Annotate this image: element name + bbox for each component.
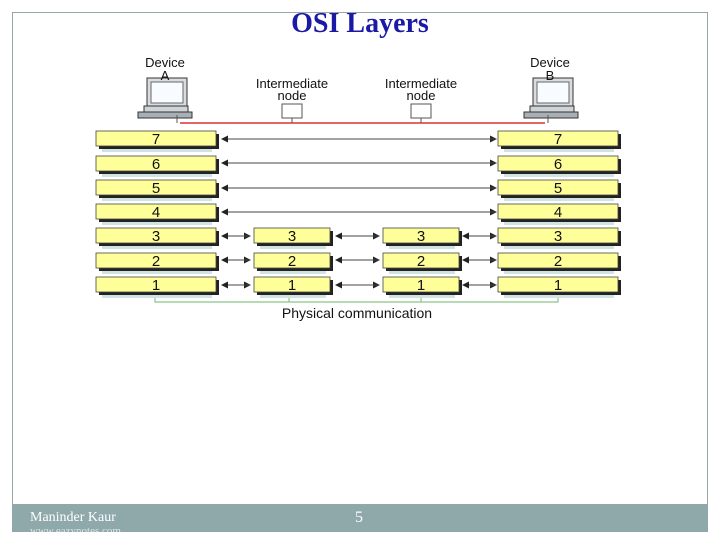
device-a-layer-4: 4	[95, 203, 219, 225]
intermediate-node-1-layer-2: 2	[253, 252, 333, 274]
intermediate-node-2-layer-1: 1	[382, 276, 462, 298]
device-b-layer-3-label: 3	[554, 228, 562, 245]
device-b-label-line-1: Device	[530, 55, 570, 70]
intermediate-node-1-layer-1: 1	[253, 276, 333, 298]
device-b-label-line-2: B	[546, 68, 555, 83]
intermediate-node-2-label-line-1: Intermediate	[385, 76, 457, 91]
device-b-layer-3: 3	[497, 227, 621, 249]
device-a-layer-1-label: 1	[152, 277, 160, 294]
device-b-layer-5: 5	[497, 179, 621, 201]
intermediate-node-1-box	[281, 103, 303, 119]
physical-communication-label: Physical communication	[282, 305, 432, 321]
device-a-layer-5-label: 5	[152, 180, 160, 197]
device-a-layer-3: 3	[95, 227, 219, 249]
device-b-layer-6-label: 6	[554, 156, 562, 173]
device-b-layer-4: 4	[497, 203, 621, 225]
intermediate-node-1-label-line-1: Intermediate	[256, 76, 328, 91]
intermediate-node-1-label-line-2: node	[278, 88, 307, 103]
device-b-layer-7-label: 7	[554, 131, 562, 148]
intermediate-node-2-layer-1-label: 1	[417, 277, 425, 294]
intermediate-node-2-layer-2: 2	[382, 252, 462, 274]
intermediate-node-1-layer-3-label: 3	[288, 228, 296, 245]
device-b-layer-1-label: 1	[554, 277, 562, 294]
footer-url: www.eazynotes.com	[30, 525, 121, 532]
device-a-layer-2-label: 2	[152, 253, 160, 270]
footer-author: Maninder Kaur	[30, 510, 116, 525]
intermediate-node-2-layer-3: 3	[382, 227, 462, 249]
intermediate-node-2-layer-2-label: 2	[417, 253, 425, 270]
device-b-layer-2: 2	[497, 252, 621, 274]
device-b-layer-7: 7	[497, 130, 621, 152]
device-a-layer-6-label: 6	[152, 156, 160, 173]
device-a-layer-1: 1	[95, 276, 219, 298]
slide-title: OSI Layers	[291, 8, 429, 39]
device-b-computer-icon	[523, 77, 579, 119]
page-number: 5	[355, 509, 363, 526]
device-a-layer-3-label: 3	[152, 228, 160, 245]
intermediate-node-2-layer-3-label: 3	[417, 228, 425, 245]
footer-bar: Maninder Kaur www.eazynotes.com 5	[12, 504, 708, 532]
layer-stacks: 7 6 5 4 3 2 1 7 6 5 4 3 2 1 3 2 1 3 2 1	[95, 130, 621, 298]
device-a-layer-6: 6	[95, 155, 219, 177]
peer-arrows	[221, 135, 497, 289]
device-b-layer-5-label: 5	[554, 180, 562, 197]
device-a-computer-icon	[137, 77, 193, 119]
device-a-layer-7-label: 7	[152, 131, 160, 148]
device-b-layer-6: 6	[497, 155, 621, 177]
device-b-layer-2-label: 2	[554, 253, 562, 270]
device-b-layer-4-label: 4	[554, 204, 562, 221]
intermediate-node-1-layer-3: 3	[253, 227, 333, 249]
intermediate-node-1-layer-2-label: 2	[288, 253, 296, 270]
device-a-label-line-2: A	[161, 68, 170, 83]
device-a-label-line-1: Device	[145, 55, 185, 70]
device-b-layer-1: 1	[497, 276, 621, 298]
device-a-layer-2: 2	[95, 252, 219, 274]
intermediate-node-2-label-line-2: node	[407, 88, 436, 103]
device-a-layer-5: 5	[95, 179, 219, 201]
intermediate-node-1-layer-1-label: 1	[288, 277, 296, 294]
device-a-layer-7: 7	[95, 130, 219, 152]
device-a-layer-4-label: 4	[152, 204, 160, 221]
intermediate-node-2-box	[410, 103, 432, 119]
